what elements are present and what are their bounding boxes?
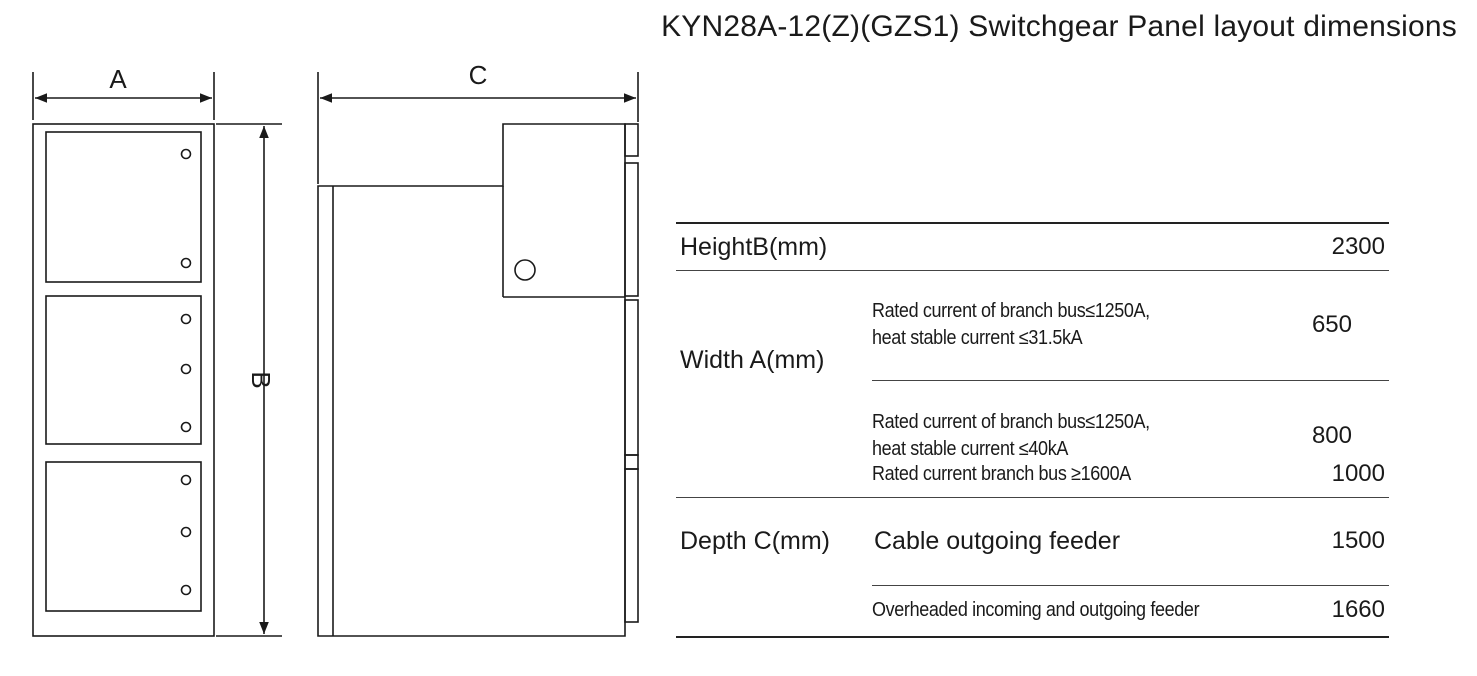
side-view <box>317 72 639 637</box>
front-upper-door <box>45 131 202 283</box>
depth-value: 1660 <box>1331 596 1385 623</box>
condition-line: heat stable current ≤40kA <box>872 438 1069 460</box>
front-view <box>32 72 282 637</box>
side-cabinet-outline <box>317 123 626 637</box>
door-knob-icon <box>180 526 192 538</box>
door-knob-icon <box>180 148 192 160</box>
condition-line: Overheaded incoming and outgoing feeder <box>872 598 1200 621</box>
door-knob-icon <box>180 363 192 375</box>
depth-dimension-label: C <box>469 60 488 90</box>
width-dimension-label: A <box>109 64 127 94</box>
front-door-profile <box>624 123 639 157</box>
door-knob-icon <box>180 474 192 486</box>
door-knob-icon <box>180 313 192 325</box>
condition-line: heat stable current ≤31.5kA <box>872 327 1083 349</box>
width-value: 1000 <box>1331 460 1385 487</box>
door-knob-icon <box>180 421 192 433</box>
diagram-title: KYN28A-12(Z)(GZS1) Switchgear Panel layo… <box>661 10 1457 43</box>
door-knob-icon <box>180 257 192 269</box>
depth-row-condition: Overheaded incoming and outgoing feeder <box>872 586 1236 634</box>
depth-row-condition: Cable outgoing feeder <box>874 526 1121 555</box>
front-door-profile <box>624 299 639 456</box>
condition-line: Rated current of branch bus≤1250A, <box>872 300 1150 322</box>
front-door-profile <box>624 162 639 297</box>
door-knob-icon <box>180 584 192 596</box>
door-hinge-block <box>624 454 639 470</box>
front-middle-door <box>45 295 202 445</box>
row-separator <box>872 585 1389 586</box>
depth-value: 1500 <box>1331 527 1385 554</box>
condition-line: Rated current of branch bus≤1250A, <box>872 411 1150 433</box>
condition-line: Rated current branch bus ≥1600A <box>872 462 1131 485</box>
height-value: 2300 <box>1331 233 1385 260</box>
width-value: 650 <box>1311 311 1352 338</box>
front-lower-door <box>45 461 202 612</box>
row-separator <box>676 270 1389 271</box>
front-cabinet-outline <box>32 123 215 637</box>
height-dimension-label: B <box>246 371 276 388</box>
depth-label: Depth C(mm) <box>680 526 831 555</box>
width-row-condition: Rated current of branch bus≤1250A, heat … <box>872 270 1181 380</box>
front-door-profile <box>624 468 639 623</box>
height-label: HeightB(mm) <box>680 232 828 261</box>
row-separator <box>676 497 1389 498</box>
dimension-spec-table: HeightB(mm) 2300 Width A(mm) Rated curre… <box>676 222 1389 638</box>
row-separator <box>872 380 1389 381</box>
width-row-condition: Rated current of branch bus≤1250A, heat … <box>872 381 1181 491</box>
width-value: 800 <box>1311 422 1352 449</box>
width-row-condition: Rated current branch bus ≥1600A <box>872 451 1160 497</box>
indicator-icon <box>514 259 536 281</box>
width-label: Width A(mm) <box>680 346 825 374</box>
